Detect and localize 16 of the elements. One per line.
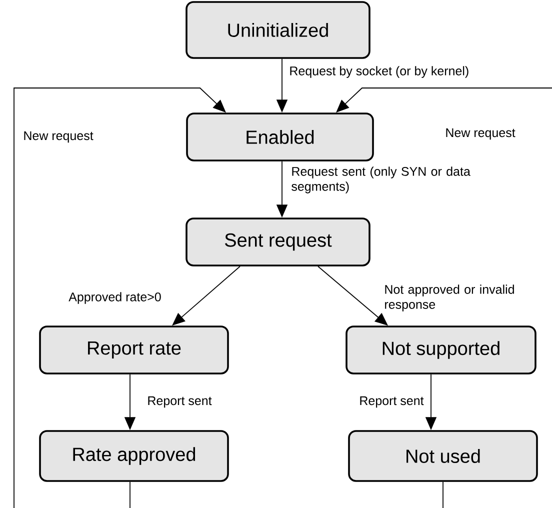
state-box: Rate approved [39,430,229,482]
state-box: Uninitialized [186,1,370,59]
edge-label: Approved rate>0 [68,292,161,304]
state-box: Sent request [186,218,370,266]
edge-label: Report sent [360,396,424,408]
edge-label: New request [24,131,94,143]
edge-label: New request [446,128,516,140]
state-box: Enabled [186,112,374,162]
edge-label: Not approved or invalid response [385,284,514,312]
edge-label: Report sent [148,396,212,408]
edge-label: Request sent (only SYN or data segments) [292,166,470,194]
edge-label: Request by socket (or by kernel) [290,66,468,78]
state-box: Not used [348,430,538,482]
state-box: Report rate [39,326,229,374]
state-box: Not supported [346,326,536,374]
arrow [14,88,226,508]
